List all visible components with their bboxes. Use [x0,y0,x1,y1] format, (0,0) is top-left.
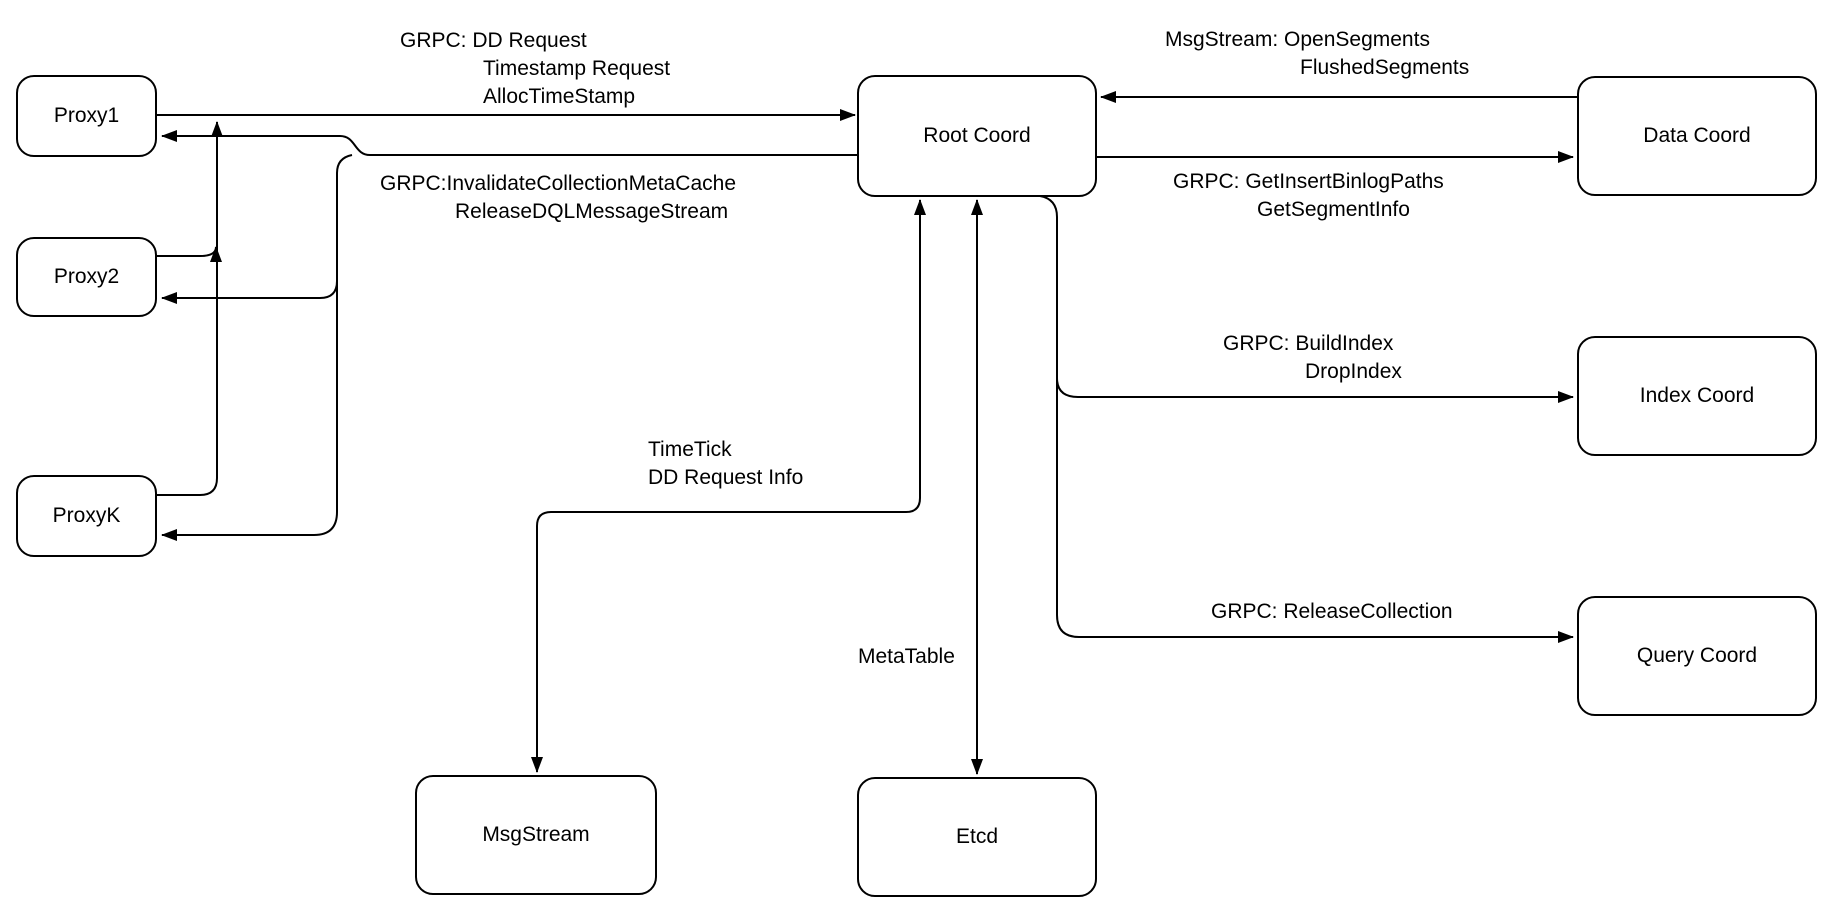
edge-label-buildindex: GRPC: BuildIndex DropIndex [1223,330,1402,386]
edge-rootcoord-proxy2 [161,280,338,304]
node-rootcoord: Root Coord [857,75,1097,197]
node-datacoord-label: Data Coord [1643,124,1751,147]
edge-label-grpc-dd: GRPC: DD Request Timestamp Request Alloc… [400,27,670,111]
edge-label-line: Timestamp Request [483,57,671,80]
edge-label-line: TimeTick [648,438,732,461]
edge-label-line: GRPC:InvalidateCollectionMetaCache [380,172,737,195]
edge-label-invalidate: GRPC:InvalidateCollectionMetaCache Relea… [380,170,736,226]
node-indexcoord-label: Index Coord [1639,384,1755,407]
edge-rootcoord-proxyk [161,154,353,541]
node-msgstream-label: MsgStream [482,823,590,846]
node-querycoord: Query Coord [1577,596,1817,716]
edge-label-line: GRPC: GetInsertBinlogPaths [1173,170,1444,193]
edge-rootcoord-msgstream [531,199,926,773]
node-proxyk: ProxyK [16,475,157,557]
edge-label-timetick: TimeTick DD Request Info [648,436,803,492]
edge-label-line: GRPC: ReleaseCollection [1211,600,1453,623]
node-proxy2: Proxy2 [16,237,157,317]
node-etcd-label: Etcd [955,825,999,848]
node-proxy1-label: Proxy1 [53,104,120,127]
edge-label-getinsert: GRPC: GetInsertBinlogPaths GetSegmentInf… [1173,168,1444,224]
node-proxy2-label: Proxy2 [53,265,120,288]
node-etcd: Etcd [857,777,1097,897]
edge-label-line: FlushedSegments [1300,56,1470,79]
node-querycoord-label: Query Coord [1636,644,1758,667]
edge-label-release: GRPC: ReleaseCollection [1211,598,1453,626]
node-msgstream: MsgStream [415,775,657,895]
edge-proxyk-merge-trunk [157,121,223,496]
edge-label-line: DD Request Info [648,466,804,489]
edge-label-line: GRPC: BuildIndex [1223,332,1394,355]
edge-label-line: GRPC: DD Request [400,29,587,52]
node-proxyk-label: ProxyK [52,504,121,527]
edge-proxy2-merge [157,246,222,263]
edge-label-msgstream-open: MsgStream: OpenSegments FlushedSegments [1165,26,1469,82]
edge-label-metatable: MetaTable [858,643,955,671]
node-indexcoord: Index Coord [1577,336,1817,456]
edge-rootcoord-querycoord [1039,195,1574,643]
node-datacoord: Data Coord [1577,76,1817,196]
edge-label-line: DropIndex [1305,360,1402,383]
edge-rootcoord-proxy1 [161,130,857,156]
node-proxy1: Proxy1 [16,75,157,157]
edge-label-line: MetaTable [858,645,955,668]
edge-label-line: AllocTimeStamp [483,85,636,108]
edge-label-line: MsgStream: OpenSegments [1165,28,1430,51]
edge-label-line: GetSegmentInfo [1257,198,1410,221]
edge-label-line: ReleaseDQLMessageStream [455,200,729,223]
edge-rootcoord-indexcoord [1056,377,1574,403]
node-rootcoord-label: Root Coord [923,124,1031,147]
